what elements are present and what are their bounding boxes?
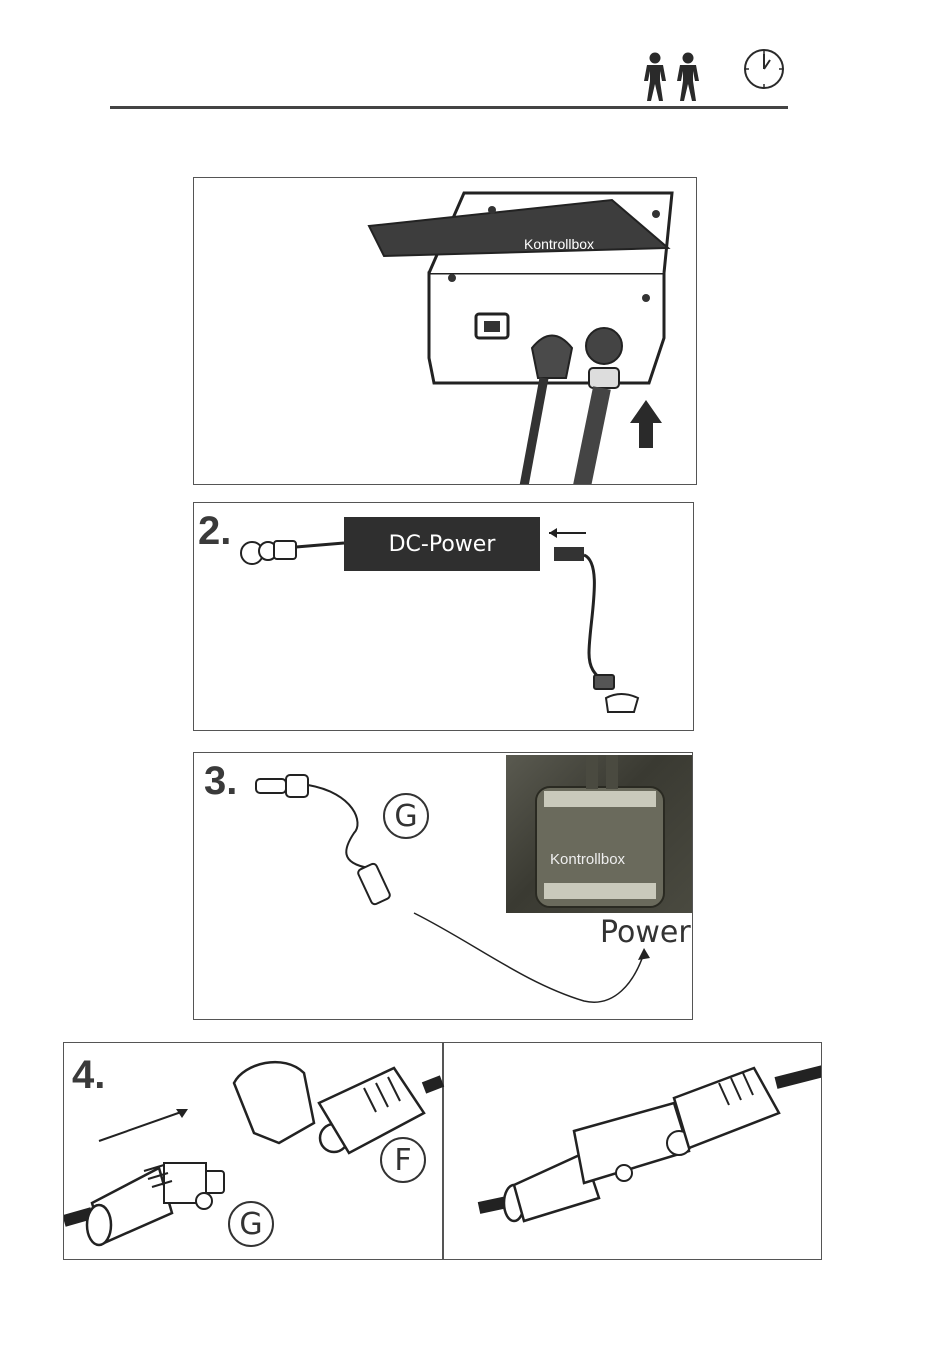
header xyxy=(0,0,950,120)
step-4-panel: 4. F G xyxy=(63,1042,822,1260)
step-1-box-label: Kontrollbox xyxy=(524,236,594,252)
photo-box-label: Kontrollbox xyxy=(550,851,625,868)
clock-icon xyxy=(745,50,783,88)
header-rule xyxy=(110,106,788,109)
step-3-panel: 3. G Kontrollbox Power xyxy=(193,752,693,1020)
step-1-panel: Kontrollbox xyxy=(193,177,697,485)
step-2-panel: 2. DC-Power xyxy=(193,502,694,731)
part-g-label: G xyxy=(228,1201,274,1247)
step-4-connectors xyxy=(64,1043,822,1260)
kontrollbox-photo: Kontrollbox xyxy=(506,755,693,913)
dc-power-cables xyxy=(194,503,694,731)
control-box-illustration xyxy=(194,178,697,485)
two-persons-icon xyxy=(0,0,950,120)
part-f-label: F xyxy=(380,1137,426,1183)
connector-g-label: G xyxy=(383,793,429,839)
power-label: Power xyxy=(600,915,691,950)
